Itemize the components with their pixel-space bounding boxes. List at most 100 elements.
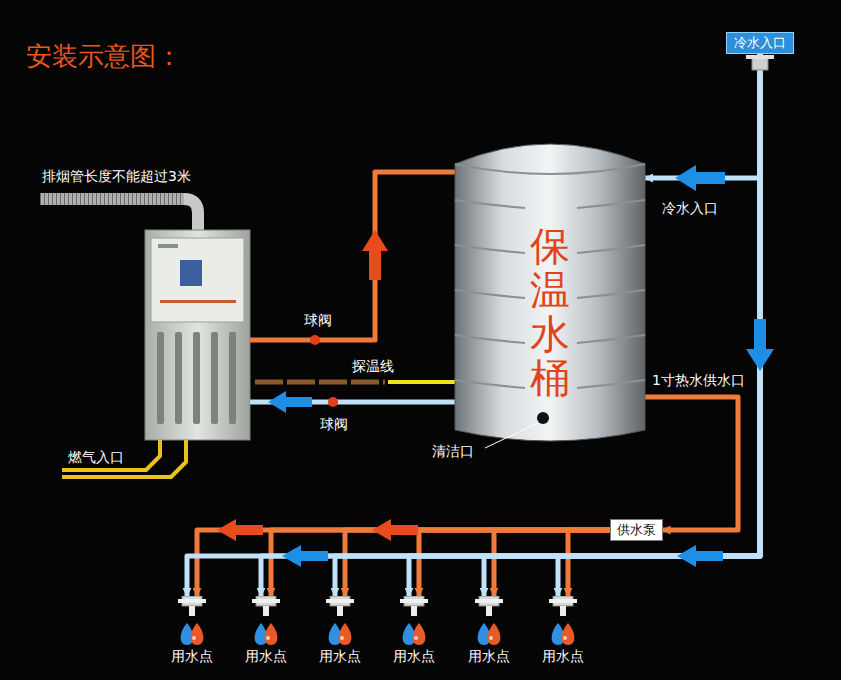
spout <box>560 606 566 616</box>
hot-water-pipe <box>494 530 610 596</box>
drop-shine <box>340 636 344 640</box>
water-outlet: 用水点 <box>168 596 216 665</box>
hot-drop <box>413 623 426 645</box>
ball-valve <box>310 335 320 345</box>
valve-label: 球阀 <box>318 416 350 433</box>
hot-water-pipe <box>345 530 610 596</box>
tank-rib <box>455 380 525 388</box>
valve-handle <box>475 599 503 603</box>
tank-rib <box>577 380 645 388</box>
faucet-icon <box>168 596 216 648</box>
node-text: 保温水桶 <box>530 224 570 445</box>
tank-rib <box>577 245 645 253</box>
faucet-icon <box>465 596 513 648</box>
node-text: 用水点 <box>316 648 364 665</box>
node-text: 冷水入口 <box>734 35 786 51</box>
valve-handle <box>326 599 354 603</box>
drop-shine <box>266 636 270 640</box>
ball-valve <box>328 397 338 407</box>
spout <box>411 606 417 616</box>
cold-water-pipe <box>261 54 760 596</box>
diagram-title: 安装示意图： <box>26 40 182 72</box>
flow-arrow <box>677 545 723 567</box>
pipe-label: 冷水入口 <box>660 200 720 217</box>
valve-handle <box>178 599 206 603</box>
probe-cable <box>255 380 385 385</box>
heater-display <box>180 260 202 286</box>
node-text: 用水点 <box>465 648 513 665</box>
flue-elbow <box>184 199 198 230</box>
node-text: 用水点 <box>168 648 216 665</box>
flow-arrow <box>282 545 328 567</box>
faucet-icon <box>242 596 290 648</box>
cold-water-pipe <box>645 54 760 178</box>
spout <box>263 606 269 616</box>
water-outlet: 用水点 <box>390 596 438 665</box>
flue-pipe-ribs <box>40 193 186 205</box>
water-outlet: 用水点 <box>316 596 364 665</box>
heater-vent <box>229 332 236 424</box>
faucet-icon <box>539 596 587 648</box>
drop-shine <box>192 636 196 640</box>
cold-water-pipe <box>409 54 760 596</box>
inlet-valve-handle <box>746 55 774 59</box>
flow-arrow <box>268 391 312 413</box>
tank-rim <box>455 164 645 174</box>
valve-handle <box>252 599 280 603</box>
tank-rib <box>577 290 645 298</box>
hot-water-pipe <box>568 530 610 596</box>
tank-rib <box>577 200 645 208</box>
flow-arrow <box>675 165 725 191</box>
tank-rib <box>455 290 525 298</box>
node-text: 用水点 <box>539 648 587 665</box>
flow-arrow <box>217 519 263 541</box>
inlet-box: 冷水入口 <box>726 32 794 54</box>
heater-panel <box>151 238 244 322</box>
hot-pipe <box>250 172 458 340</box>
gas-pipe <box>62 440 186 477</box>
storage-tank: 保温水桶 <box>455 140 645 445</box>
faucet-icon <box>390 596 438 648</box>
hot-water-pipe <box>643 397 738 530</box>
spout <box>337 606 343 616</box>
node-text: 供水泵 <box>617 522 656 538</box>
flow-arrow <box>362 230 388 280</box>
pump-box: 供水泵 <box>610 519 663 541</box>
node-text: 用水点 <box>242 648 290 665</box>
spout <box>486 606 492 616</box>
probe-wire <box>388 380 458 384</box>
sensor-label: 探温线 <box>350 358 396 375</box>
heater-vent <box>211 332 218 424</box>
cold-water-pipe <box>335 54 760 596</box>
flow-arrow <box>372 519 418 541</box>
valve-handle <box>549 599 577 603</box>
spout <box>189 606 195 616</box>
note-text: 排烟管长度不能超过3米 <box>40 168 193 185</box>
hot-drop <box>339 623 352 645</box>
heater-badge <box>158 244 178 248</box>
inlet-label: 燃气入口 <box>66 449 126 466</box>
node-text: 用水点 <box>390 648 438 665</box>
flow-arrow <box>746 319 774 371</box>
hot-drop <box>265 623 278 645</box>
tank-rib <box>455 335 525 343</box>
leader-line <box>485 423 538 448</box>
pipe-label: 1寸热水供水口 <box>650 372 747 389</box>
heater-body <box>145 230 250 440</box>
heater-stripe <box>160 300 236 303</box>
tank-rib <box>577 335 645 343</box>
drop-shine <box>563 636 567 640</box>
water-outlet: 用水点 <box>242 596 290 665</box>
faucet-icon <box>316 596 364 648</box>
port-label: 清洁口 <box>430 443 476 460</box>
tank-rib <box>455 200 525 208</box>
tank-rib <box>455 245 525 253</box>
valve-label: 球阀 <box>302 312 334 329</box>
drop-shine <box>414 636 418 640</box>
valve-handle <box>400 599 428 603</box>
gas-pipe <box>62 440 160 470</box>
water-outlet: 用水点 <box>539 596 587 665</box>
